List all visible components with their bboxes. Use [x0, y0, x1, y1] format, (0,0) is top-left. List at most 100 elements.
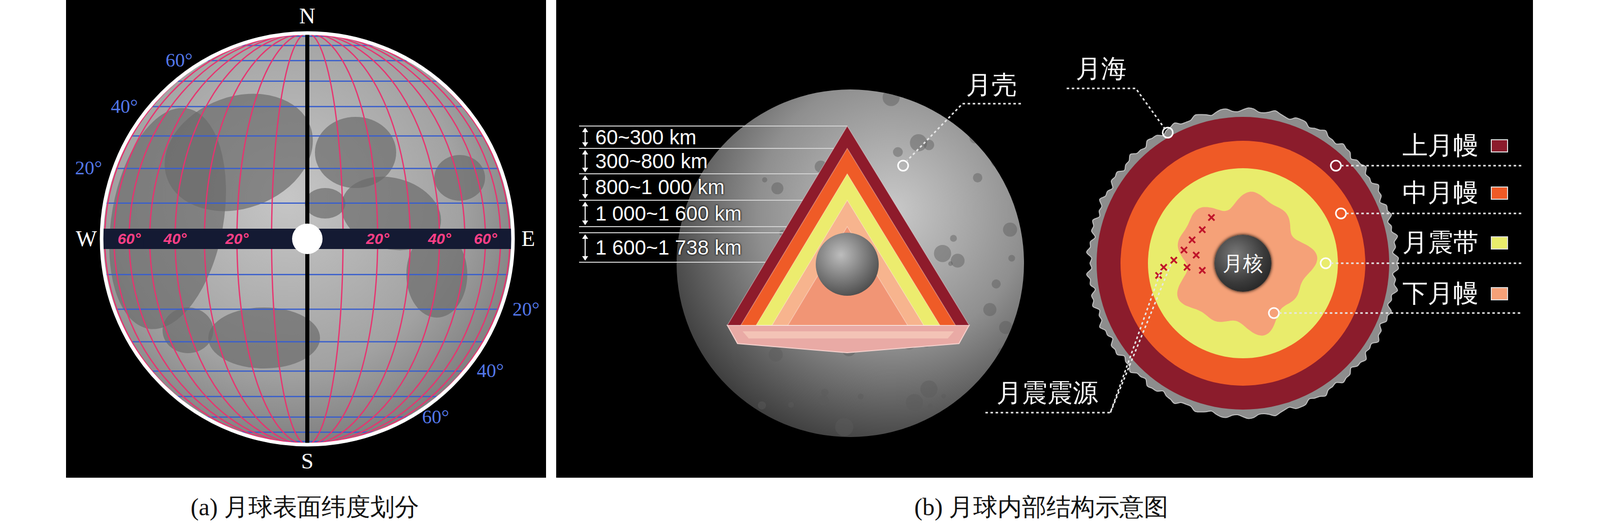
dimension-tick — [584, 237, 586, 258]
wedge-layer — [756, 173, 941, 326]
crater — [882, 88, 901, 107]
leader-marker — [1268, 307, 1279, 318]
moonquake-mark — [1208, 214, 1215, 221]
longitude-label: 20° — [222, 229, 251, 248]
wedge-layer — [787, 226, 908, 326]
dimension-line — [579, 173, 819, 175]
upper-mantle — [1096, 116, 1390, 410]
leader-marker — [1162, 127, 1173, 138]
dimension-tick — [584, 178, 586, 196]
crater — [820, 388, 829, 397]
legend-swatch — [1490, 236, 1509, 250]
leader-marker — [898, 160, 909, 171]
moonquake-mark — [1180, 246, 1188, 253]
crater — [892, 147, 903, 157]
dimension-line — [579, 199, 803, 201]
depth-range-label: 800~1 000 km — [595, 175, 725, 199]
wedge-layer — [727, 125, 970, 326]
moonquake-mark — [1184, 264, 1191, 271]
crater — [969, 132, 981, 144]
crater — [948, 261, 953, 266]
subfigure-caption: (a) 月球表面纬度划分 — [190, 492, 419, 521]
crater — [857, 393, 864, 400]
leader-marker — [1330, 160, 1341, 171]
legend-label: 中月幔 — [1402, 178, 1479, 208]
moonquake-mark — [1170, 257, 1177, 264]
maria — [92, 73, 486, 369]
leader-line — [1066, 88, 1165, 129]
crater — [757, 401, 766, 410]
leader-line — [1330, 262, 1523, 265]
moon-disk — [101, 33, 514, 445]
center-dot — [292, 223, 323, 254]
middle-mantle — [1120, 140, 1366, 386]
dimension-line — [579, 226, 787, 228]
dimension-arrowhead — [582, 149, 589, 155]
crater — [985, 125, 1002, 142]
panel-ground — [556, 0, 1533, 478]
crater — [768, 347, 783, 362]
wedge-base — [727, 325, 970, 353]
wedge-layer — [772, 200, 924, 326]
compass-letter: N — [299, 3, 316, 30]
dimension-arrowhead — [582, 142, 589, 147]
dimension-arrowhead — [582, 194, 589, 199]
depth-range-label: 300~800 km — [595, 149, 708, 173]
part-label: 月壳 — [966, 70, 1017, 101]
longitude-label: 40° — [425, 229, 454, 248]
wedge-base-stripe — [742, 331, 954, 339]
wedge-layer — [740, 148, 956, 326]
legend-label: 月震带 — [1402, 228, 1479, 258]
dimension-line — [579, 232, 784, 234]
compass-letter: W — [75, 226, 98, 252]
crater — [778, 426, 786, 434]
moonquake-zone — [1147, 168, 1338, 359]
crater — [990, 150, 1009, 169]
crater — [1008, 347, 1019, 359]
longitude-label: 60° — [471, 229, 500, 248]
crater — [920, 380, 938, 398]
core-circle: 月核 — [1214, 234, 1272, 292]
moonquake-mark — [1189, 236, 1196, 243]
compass-letter: S — [301, 448, 314, 475]
legend-swatch — [1490, 286, 1509, 301]
part-label: 月震震源 — [996, 378, 1099, 408]
crater — [1003, 222, 1018, 237]
leader-line — [1346, 212, 1523, 215]
latitude-label: 20° — [75, 157, 103, 180]
crater — [983, 302, 997, 316]
crater — [818, 395, 829, 406]
crater — [997, 110, 1007, 120]
mare-patch — [208, 307, 320, 369]
latitude-label: 60° — [165, 49, 193, 72]
dimension-tick — [584, 204, 586, 222]
leader-lines — [898, 88, 1523, 413]
crater — [928, 403, 933, 408]
latitude-label: 40° — [476, 359, 504, 382]
dimension-arrowhead — [582, 127, 589, 133]
moonquake-mark — [1193, 251, 1200, 259]
crater — [788, 401, 795, 408]
dimension-arrowhead — [582, 220, 589, 226]
legend-swatch — [1490, 186, 1509, 200]
crater — [972, 172, 982, 182]
longitude-label: 20° — [363, 229, 392, 248]
disk-rim — [101, 33, 514, 445]
crater — [761, 177, 767, 183]
crater — [835, 418, 854, 437]
meridian-lines — [104, 33, 510, 445]
crater — [950, 253, 965, 268]
dimension-lines — [579, 125, 848, 263]
wedge-core — [815, 232, 879, 296]
leader-line — [1340, 165, 1523, 167]
leader-line — [1110, 263, 1172, 413]
lower-mantle — [1177, 191, 1318, 336]
panel-ground — [66, 0, 547, 478]
crater — [771, 182, 784, 195]
subfigure-caption: (b) 月球内部结构示意图 — [914, 492, 1169, 521]
crater — [949, 234, 957, 242]
moon-sphere — [676, 89, 1024, 437]
legend-label: 上月幔 — [1402, 131, 1479, 161]
crater — [991, 279, 1001, 289]
